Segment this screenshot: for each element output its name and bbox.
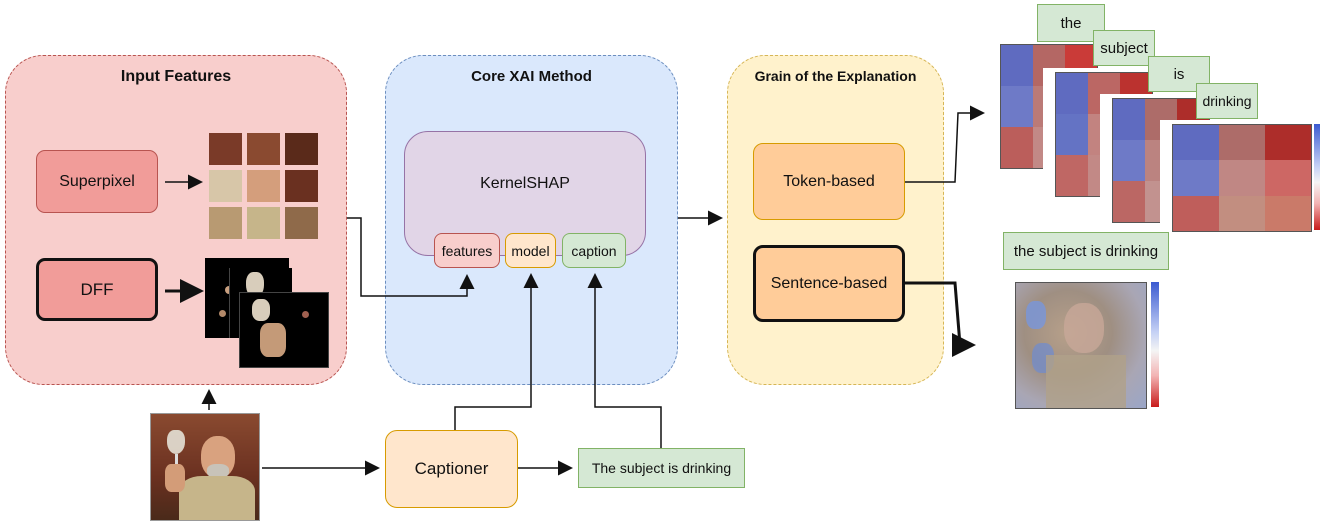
sentence-based-label: Sentence-based [770,274,888,292]
arrow-token-output [905,105,985,183]
dff-mask-images [205,258,329,368]
heatmap-cell [1265,160,1311,196]
heatmap-cell [1056,73,1088,114]
grain-title: Grain of the Explanation [754,68,917,84]
input-photo [150,413,260,521]
heatmap-cell [1001,127,1033,168]
caption-text: The subject is drinking [591,460,732,476]
kernelshap-label: KernelSHAP [480,175,570,192]
features-port: features [434,233,500,268]
superpixel-tile [285,207,318,239]
caption-text-box: The subject is drinking [578,448,745,488]
heatmap-cell [1113,181,1145,222]
person-photo-icon [151,414,259,520]
token-subject-text: subject [1100,39,1148,57]
heatmap-cell [1173,125,1219,161]
token-heatmap-4 [1160,120,1320,242]
superpixel-label: Superpixel [59,172,135,190]
heatmap-cell [1173,195,1219,231]
heatmap-cell [1056,155,1088,196]
token-label-drinking: drinking [1196,83,1258,119]
heatmap-cell [1001,86,1033,127]
superpixel-tile [285,170,318,202]
captioner-label: Captioner [414,459,489,478]
arrow-sentence-output [905,281,976,357]
arrow-features [347,217,475,297]
superpixel-tile [209,170,242,202]
heatmap-cell [1219,125,1265,161]
sentence-output-label: the subject is drinking [1003,232,1169,270]
token-drinking-text: drinking [1202,93,1252,109]
dff-box: DFF [36,258,158,321]
token-is-text: is [1173,65,1185,83]
model-port: model [505,233,556,268]
heatmap-cell [1173,160,1219,196]
arrow-to-caption-port [587,273,662,448]
dff-label: DFF [80,279,114,299]
heatmap-cell [1113,140,1145,181]
sentence-heatmap [1003,278,1173,418]
heatmap-cell [1219,195,1265,231]
heatmap-cell [1113,99,1145,140]
core-xai-title: Core XAI Method [471,68,592,85]
superpixel-tile [209,207,242,239]
arrow-to-model [454,273,539,430]
caption-port: caption [562,233,626,268]
colorbar [1314,124,1320,230]
heatmap-cell [1219,160,1265,196]
superpixel-tile [247,133,280,165]
superpixel-tile [247,207,280,239]
captioner-box: Captioner [385,430,518,508]
token-label-subject: subject [1093,30,1155,66]
heatmap-cell [1056,114,1088,155]
token-based-label: Token-based [783,172,875,190]
superpixel-tile [209,133,242,165]
superpixel-tile [247,170,280,202]
heatmap-image [1172,124,1312,232]
superpixel-grid-image [209,133,319,241]
token-the-text: the [1060,14,1082,32]
heatmap-cell [1265,195,1311,231]
sentence-output-text: the subject is drinking [1013,242,1159,260]
superpixel-box: Superpixel [36,150,158,213]
sentence-based-box: Sentence-based [753,245,905,322]
heatmap-cell [1001,45,1033,86]
token-based-box: Token-based [753,143,905,220]
grain-panel: Grain of the Explanation [727,55,944,385]
superpixel-tile [285,133,318,165]
heatmap-cell [1265,125,1311,161]
input-features-title: Input Features [120,68,232,85]
